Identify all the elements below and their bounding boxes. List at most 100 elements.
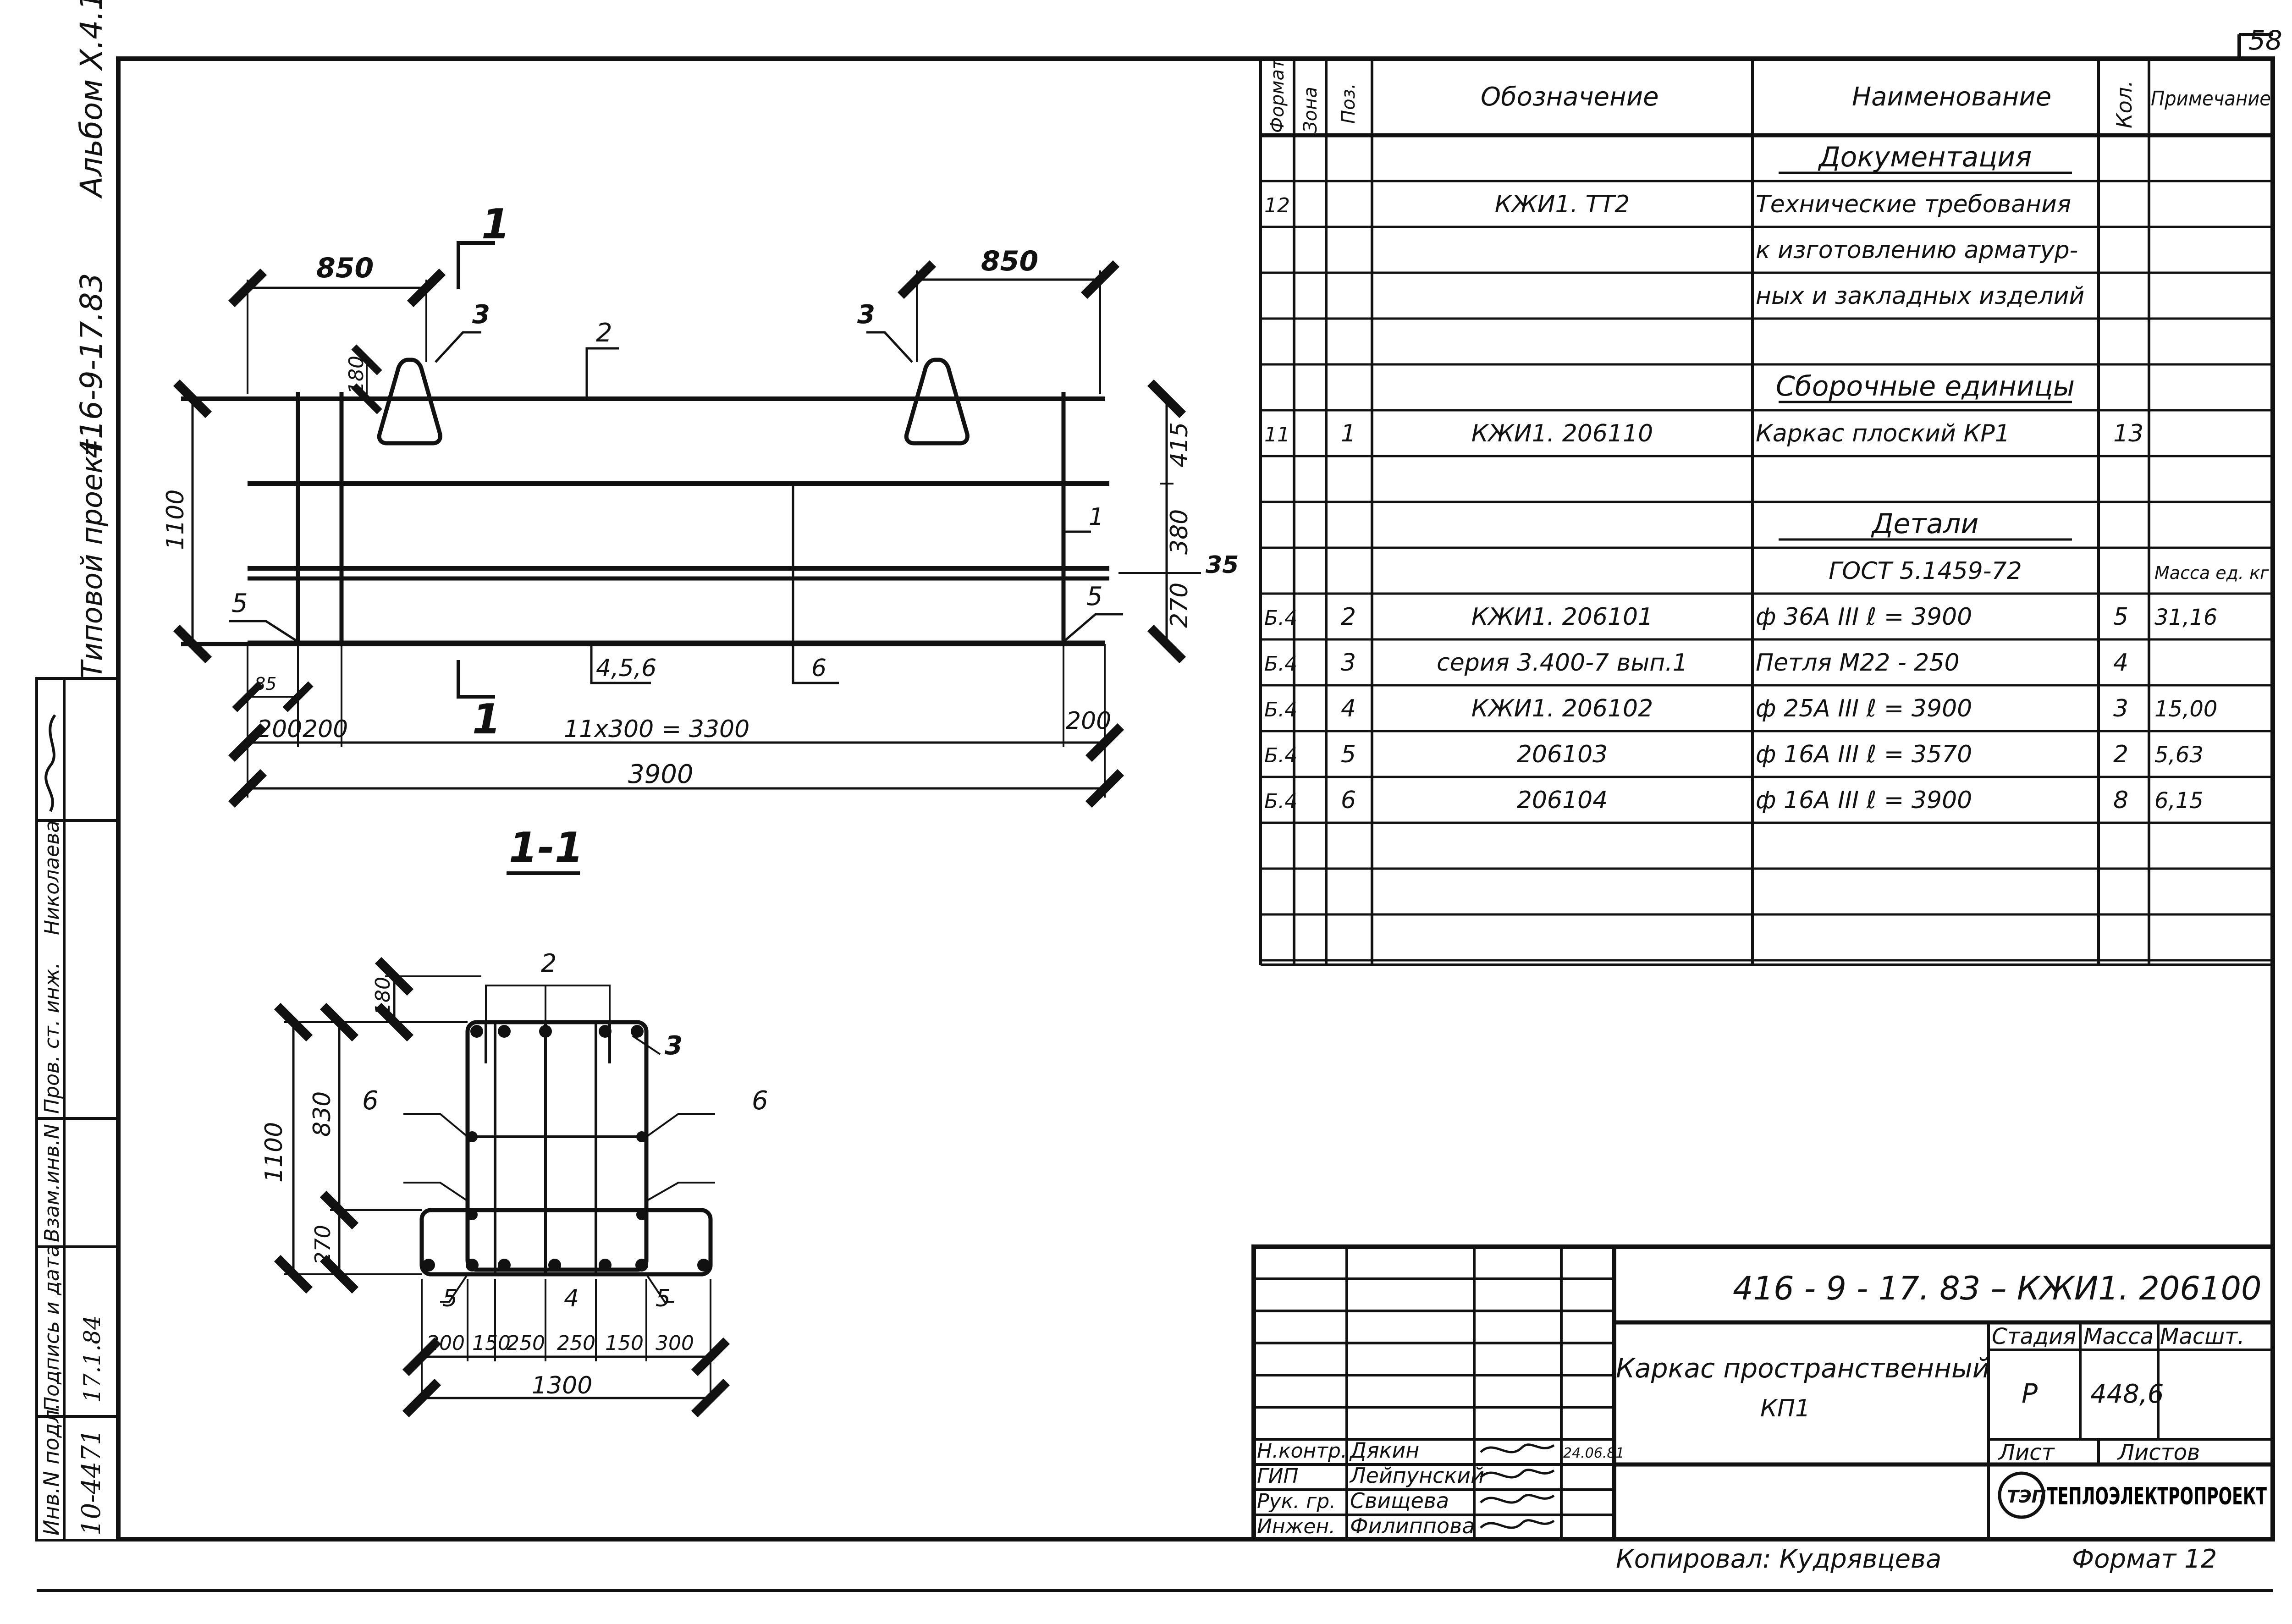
dim-span: 11х300 = 3300 — [564, 716, 749, 743]
sec-pos-6-right: 6 — [752, 1086, 768, 1116]
spec-cell-pos: 3 — [1341, 649, 1356, 677]
header-pos: Поз. — [1338, 83, 1359, 124]
spec-cell-name: Технические требования — [1756, 191, 2071, 218]
pos-6: 6 — [811, 655, 826, 682]
sec-pos-3: 3 — [665, 1031, 683, 1061]
header-note: Примечание — [2151, 87, 2271, 110]
spec-headers: Формат Зона Поз. Обозначение Наименовани… — [1267, 58, 2271, 133]
elevation-labels: 850 850 180 415 380 270 35 1100 85 200 2… — [162, 200, 1239, 872]
cross-section — [274, 957, 730, 1418]
spec-cell-designation: КЖИ1. 206102 — [1471, 695, 1653, 722]
spec-cell-qty: 13 — [2113, 420, 2143, 447]
signature-name: Филиппова — [1350, 1514, 1475, 1538]
sec-dim-270: 270 — [310, 1225, 335, 1265]
dim-200-c: 200 — [1066, 707, 1111, 735]
sec-dim-1300: 1300 — [532, 1372, 592, 1399]
org-logo-text: ТЭП — [2007, 1486, 2046, 1507]
title-block-grid — [1251, 1244, 2275, 1541]
project-label: Типовой проект — [75, 439, 109, 678]
signature-date: 24.06.81 — [1563, 1445, 1625, 1461]
sheet-number: 58 — [2248, 25, 2282, 56]
dim-85: 85 — [254, 674, 276, 694]
header-qty: Кол. — [2112, 80, 2137, 128]
cut-marker-top: 1 — [481, 200, 510, 248]
dim-total: 3900 — [628, 760, 694, 789]
sec-dim-1100: 1100 — [260, 1122, 288, 1183]
elevation-view — [173, 241, 1201, 808]
title-block-text: 416 - 9 - 17. 83 – КЖИ1. 206100 Каркас п… — [1616, 1270, 2267, 1519]
signature-name: Дякин — [1349, 1438, 1419, 1463]
spec-cell-note: Масса ед. кг — [2154, 563, 2270, 583]
stage-value: Р — [2022, 1378, 2038, 1409]
sec-dim-830: 830 — [309, 1091, 336, 1137]
sec-pos-2: 2 — [541, 949, 556, 978]
signature-mark — [1480, 1443, 1555, 1453]
signature-mark — [1480, 1469, 1555, 1479]
spec-cell-format: Б.4 — [1264, 790, 1297, 813]
vzam-label: Взам.инв.N — [40, 1124, 64, 1242]
doc-code: 416 - 9 - 17. 83 – КЖИ1. 206100 — [1733, 1270, 2262, 1307]
spec-cell-pos: 1 — [1341, 420, 1356, 447]
sec-dim-300: 300 — [656, 1332, 694, 1355]
inv-label: Инв.N подл. — [39, 1403, 64, 1536]
spec-cell-designation: КЖИ1. 206110 — [1471, 420, 1653, 447]
section-bars — [422, 1025, 710, 1272]
mass-value: 448,6 — [2090, 1379, 2164, 1409]
spec-cell-pos: 5 — [1341, 741, 1356, 768]
sec-pos-5-right: 5 — [656, 1285, 671, 1312]
spec-cell-name: ных и закладных изделий — [1756, 282, 2084, 310]
sheet-label: Лист — [1998, 1440, 2055, 1465]
spec-cell-name: ф 25А III ℓ = 3900 — [1756, 695, 1972, 722]
pos-2: 2 — [596, 318, 612, 348]
signature-role: Рук. гр. — [1257, 1490, 1336, 1513]
format-label: Формат 12 — [2072, 1544, 2217, 1574]
pos-456: 4,5,6 — [596, 655, 656, 682]
spec-cell-qty: 2 — [2113, 741, 2128, 768]
spec-cell-note: 6,15 — [2154, 788, 2204, 814]
signature-role: Н.контр. — [1257, 1439, 1347, 1463]
spec-cell-format: Б.4 — [1264, 606, 1297, 630]
album-number: Альбом Х.4.1 — [74, 0, 109, 199]
spec-cell-name: ф 16А III ℓ = 3570 — [1756, 741, 1972, 768]
spec-cell-designation: 206104 — [1517, 787, 1608, 814]
sheets-label: Листов — [2117, 1440, 2200, 1465]
dim-1100: 1100 — [162, 490, 189, 550]
pos-1: 1 — [1089, 503, 1104, 531]
spec-cell-note: 5,63 — [2154, 742, 2204, 768]
check-name: Николаева — [40, 820, 64, 935]
signature-name: Лейпунский — [1349, 1463, 1484, 1488]
spec-cell-name: Петля М22 - 250 — [1756, 649, 1960, 677]
org-logo-icon: ТЭП — [1998, 1471, 2046, 1519]
left-stamp — [35, 677, 120, 1541]
album-label: Типовой проект 416-9-17.83 Альбом Х.4.1 — [74, 0, 109, 678]
spec-cell-format: Б.4 — [1264, 744, 1297, 767]
sec-dim-250-b: 250 — [557, 1332, 595, 1355]
pos-5-b: 5 — [1086, 582, 1103, 611]
title-line-2: КП1 — [1760, 1395, 1810, 1422]
section-title: 1-1 — [509, 824, 584, 872]
stage-label: Стадия — [1992, 1324, 2076, 1349]
org-name: ТЕПЛОЭЛЕКТРОПРОЕКТ — [2047, 1483, 2267, 1510]
inv-value: 10-4471 — [77, 1429, 106, 1536]
spec-cell-pos: 2 — [1341, 603, 1356, 631]
spec-cell-name: Сборочные единицы — [1776, 370, 2075, 402]
sec-pos-4: 4 — [564, 1285, 579, 1312]
mass-label: Масса — [2083, 1324, 2154, 1349]
signature-name: Свищева — [1350, 1488, 1449, 1513]
spec-cell-name: Документация — [1818, 141, 2032, 173]
sec-pos-5-left: 5 — [442, 1285, 457, 1312]
signature-role: Инжен. — [1257, 1515, 1335, 1538]
check-signature — [44, 714, 56, 812]
header-format: Формат — [1267, 58, 1288, 133]
spec-cell-format: Б.4 — [1264, 698, 1297, 721]
spec-cell-designation: КЖИ1. 206101 — [1471, 603, 1653, 631]
project-code: 416-9-17.83 — [74, 273, 109, 458]
scale-label: Масшт. — [2160, 1324, 2244, 1349]
signature-mark — [1480, 1494, 1555, 1504]
spec-cell-designation: 206103 — [1517, 741, 1608, 768]
spec-cell-qty: 4 — [2113, 649, 2128, 677]
spec-cell-pos: 6 — [1341, 787, 1356, 814]
